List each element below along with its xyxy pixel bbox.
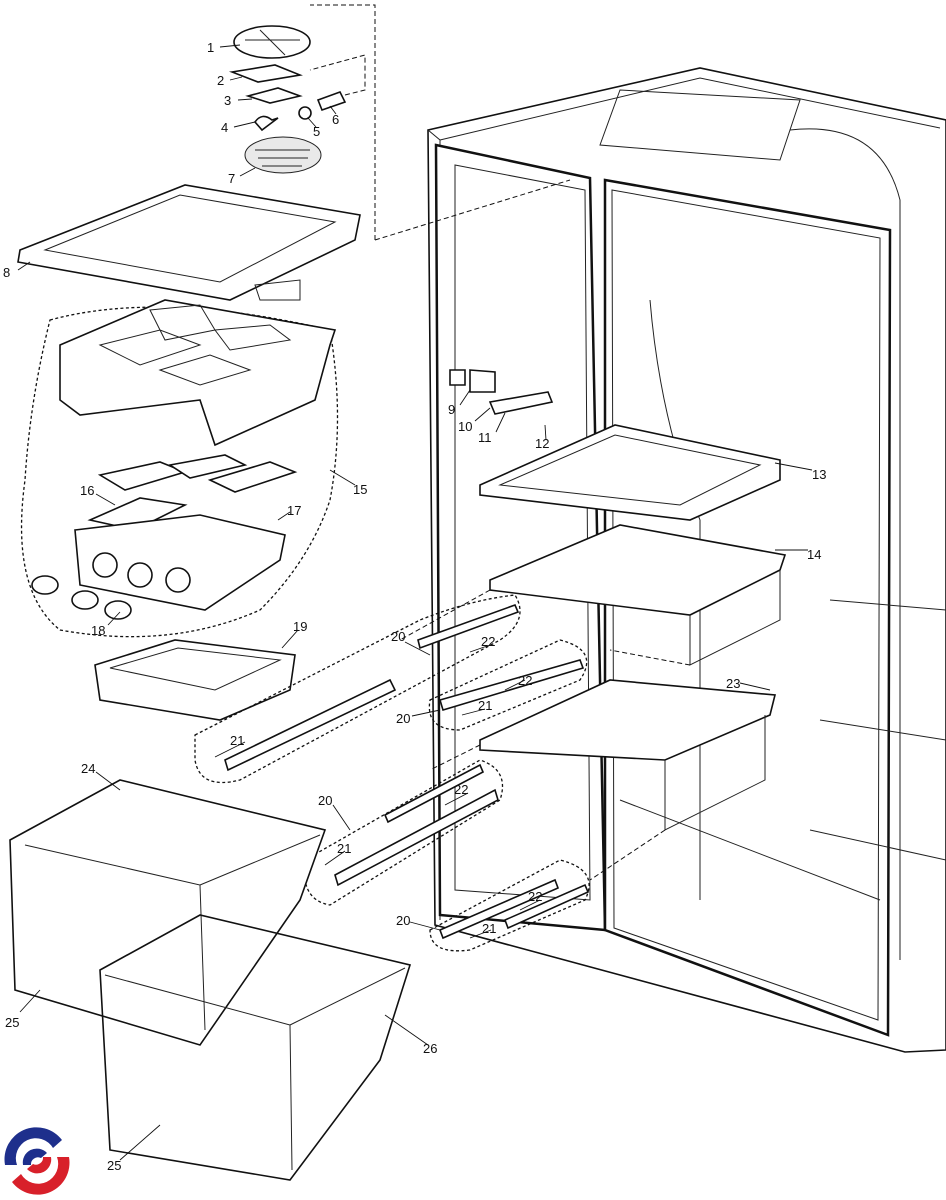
callout-3: 3 [224, 93, 231, 108]
callout-17: 17 [287, 503, 301, 518]
callout-22c: 22 [454, 782, 468, 797]
rail-group-outline-3 [303, 759, 504, 906]
callout-6: 6 [332, 112, 339, 127]
callout-14: 14 [807, 547, 821, 562]
callout-22b: 22 [518, 673, 532, 688]
callout-20c: 20 [318, 793, 332, 808]
callout-20a: 20 [391, 629, 405, 644]
assembly-leaders [399, 589, 691, 881]
callout-24: 24 [81, 761, 95, 776]
callout-1: 1 [207, 40, 214, 55]
callout-8: 8 [3, 265, 10, 280]
glass-shelves [479, 424, 787, 831]
crisper-drawers [9, 779, 412, 1181]
light-assembly-leader [310, 4, 571, 241]
callout-21c: 21 [337, 841, 351, 856]
callout-26: 26 [423, 1041, 437, 1056]
callout-20b: 20 [396, 711, 410, 726]
storage-tray [94, 639, 296, 721]
callout-21a: 21 [478, 698, 492, 713]
rail-group-outline-4 [429, 859, 590, 952]
callout-16: 16 [80, 483, 94, 498]
callout-10: 10 [458, 419, 472, 434]
control-bracket [449, 369, 554, 415]
lamp-assembly [228, 25, 366, 174]
slide-rails [224, 603, 590, 940]
leader-lines [17, 44, 813, 1161]
rail-group-outline-1 [194, 594, 521, 784]
callout-21d: 21 [482, 921, 496, 936]
callout-11: 11 [478, 430, 492, 445]
callout-22d: 22 [528, 889, 542, 904]
callout-2: 2 [217, 73, 224, 88]
callout-25a: 25 [5, 1015, 19, 1030]
callout-13: 13 [812, 467, 826, 482]
callout-22a: 22 [481, 634, 495, 649]
callout-labels: 1 2 3 4 5 6 7 8 9 10 11 12 13 14 15 16 1… [3, 40, 826, 1173]
callout-21b: 21 [230, 733, 244, 748]
callout-23: 23 [726, 676, 740, 691]
callout-20d: 20 [396, 913, 410, 928]
callout-12: 12 [535, 436, 549, 451]
callout-18: 18 [91, 623, 105, 638]
callout-25b: 25 [107, 1158, 121, 1173]
rail-group-outline-2 [428, 639, 588, 731]
callout-9: 9 [448, 402, 455, 417]
ice-bin-housing [31, 299, 337, 620]
brand-logo [4, 1127, 70, 1195]
callout-4: 4 [221, 120, 228, 135]
callout-5: 5 [313, 124, 320, 139]
callout-15: 15 [353, 482, 367, 497]
top-glass-shelf [17, 184, 361, 301]
callout-19: 19 [293, 619, 307, 634]
callout-7: 7 [228, 171, 235, 186]
